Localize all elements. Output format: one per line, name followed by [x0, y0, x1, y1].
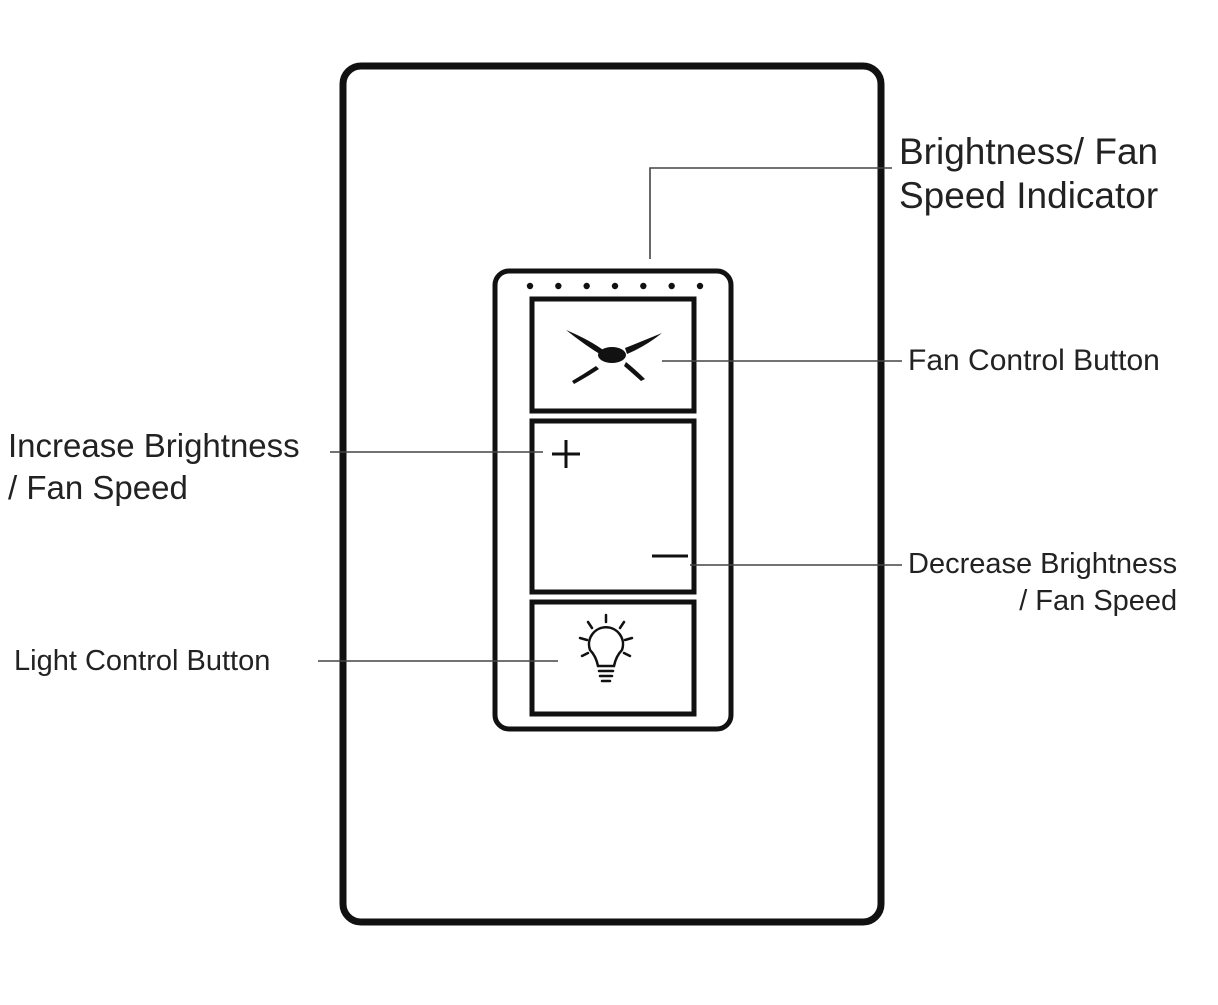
indicator-led — [640, 282, 647, 290]
light-button-label: Light Control Button — [14, 645, 271, 677]
decrease-label: Decrease Brightness / Fan Speed — [908, 546, 1177, 620]
leader-indicator — [649, 167, 892, 259]
indicator-led — [696, 282, 704, 290]
light-bulb-icon — [578, 613, 634, 683]
decrease-label-line-1: Decrease Brightness — [908, 548, 1178, 580]
ceiling-fan-icon — [566, 330, 662, 384]
indicator-led — [555, 282, 562, 290]
fan-button-label: Fan Control Button — [908, 344, 1160, 377]
increase-label-line-2: / Fan Speed — [8, 469, 188, 506]
wall-plate — [339, 62, 885, 926]
indicator-label: Brightness/ Fan Speed Indicator — [899, 130, 1158, 218]
indicator-led — [668, 282, 675, 290]
indicator-led — [526, 282, 534, 290]
decrease-label-line-2: / Fan Speed — [1019, 585, 1178, 617]
increase-label: Increase Brightness / Fan Speed — [8, 425, 300, 509]
indicator-label-line-1: Brightness/ Fan — [899, 131, 1159, 172]
indicator-leds — [526, 282, 704, 290]
indicator-led — [583, 282, 590, 290]
light-control-button[interactable] — [529, 599, 697, 717]
plus-icon[interactable] — [552, 440, 580, 468]
fan-control-button[interactable] — [529, 296, 697, 414]
leader-lines — [318, 167, 902, 662]
brightness-rocker[interactable] — [529, 418, 697, 595]
indicator-led — [611, 282, 619, 290]
indicator-label-line-2: Speed Indicator — [899, 175, 1159, 216]
increase-label-line-1: Increase Brightness — [8, 427, 300, 464]
